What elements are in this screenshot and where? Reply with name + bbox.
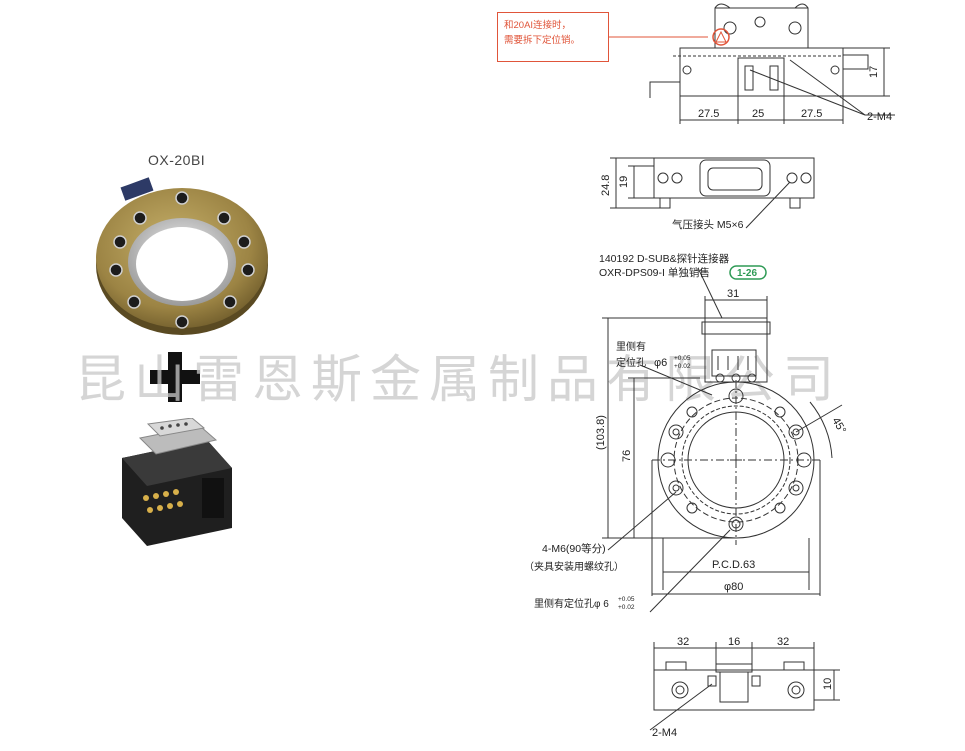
front-dim-3: 27.5: [801, 108, 822, 120]
bottom-dim-1: 32: [677, 636, 689, 648]
pin-tol-minus: +0.02: [674, 363, 691, 370]
front-height: 17: [868, 66, 880, 78]
note-box: 和20AI连接时， 需要拆下定位销。: [497, 12, 609, 62]
pin-label-b: 定位孔: [616, 356, 646, 369]
outer-dia-label: φ80: [724, 581, 743, 593]
pin-tol-plus: +0.05: [674, 355, 691, 362]
connector-part-line-2: OXR-DPS09-I 单独销售: [599, 266, 710, 279]
bottom-dim-3: 32: [777, 636, 789, 648]
plan-width-top: 31: [727, 288, 739, 300]
side-inner-height: 19: [618, 176, 630, 188]
mount-holes-note: （夹具安装用螺纹孔）: [524, 560, 624, 573]
bottom-thread: 2-M4: [652, 727, 677, 739]
bottom-pin-tol-minus: +0.02: [618, 604, 635, 611]
pin-label-a: 里侧有: [616, 340, 646, 353]
watermark-text: 昆山雷恩斯金属制品有限公司: [75, 351, 843, 410]
air-fitting-label: 气压接头 M5×6: [672, 218, 744, 231]
page-ref-badge: [729, 265, 767, 280]
ring-module-image: [96, 177, 268, 335]
front-dim-1: 27.5: [698, 108, 719, 120]
bottom-height: 10: [822, 678, 834, 690]
bottom-pin-tol-plus: +0.05: [618, 596, 635, 603]
bottom-pin-label: 里侧有定位孔φ 6: [534, 597, 609, 610]
page-ref-text: 1-26: [737, 268, 757, 279]
side-outer-height: 24.8: [600, 175, 612, 196]
plan-angle: 45°: [829, 416, 848, 436]
plus-icon: [150, 352, 200, 402]
note-line-1: 和20AI连接时，: [504, 20, 572, 31]
dsub-connector-image: [122, 418, 232, 546]
pin-dia: φ6: [654, 357, 667, 369]
mount-holes-label: 4-M6(90等分): [542, 542, 606, 555]
product-label: OX-20BI: [148, 152, 206, 168]
note-line-2: 需要拆下定位销。: [504, 35, 581, 46]
connector-part-line-1: 140192 D-SUB&探针连接器: [599, 252, 730, 265]
front-dim-2: 25: [752, 108, 764, 120]
pcd-label: P.C.D.63: [712, 559, 755, 571]
front-thread: 2-M4: [867, 111, 892, 123]
bottom-dim-2: 16: [728, 636, 740, 648]
plan-center-height: 76: [621, 450, 633, 462]
plan-total-height: (103.8): [595, 415, 607, 450]
